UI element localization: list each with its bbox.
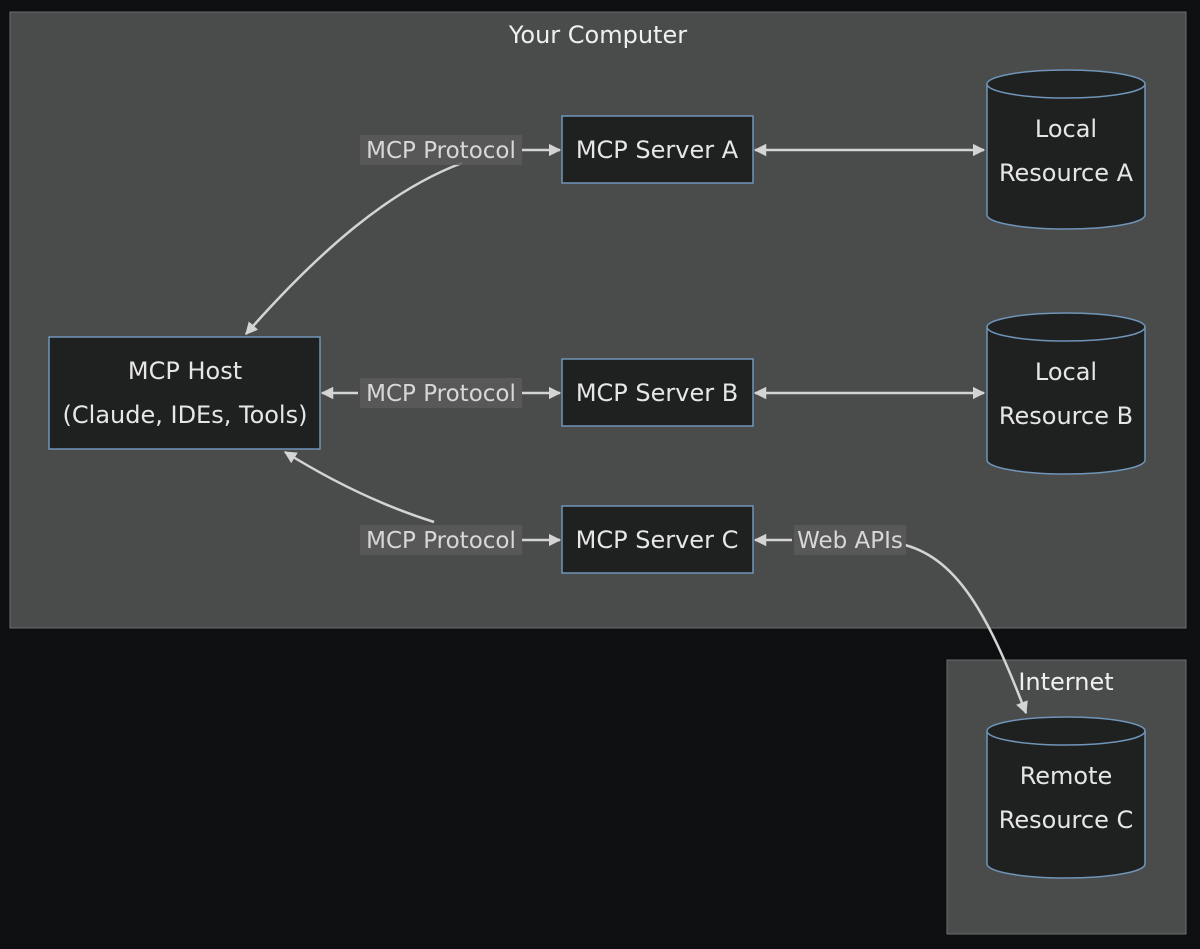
node-mcp-server-b[interactable]: MCP Server B <box>561 358 754 427</box>
edge-label-host-b: MCP Protocol <box>360 378 522 408</box>
node-mcp-host-subtitle: (Claude, IDEs, Tools) <box>63 401 308 429</box>
node-remote-resource-c[interactable]: Remote Resource C <box>986 716 1146 879</box>
svg-text:MCP Server C: MCP Server C <box>576 526 739 554</box>
edge-label-host-a: MCP Protocol <box>360 135 522 165</box>
svg-text:MCP Protocol: MCP Protocol <box>366 381 516 407</box>
svg-text:Local: Local <box>1035 358 1097 386</box>
svg-text:Local: Local <box>1035 115 1097 143</box>
svg-text:MCP Protocol: MCP Protocol <box>366 138 516 164</box>
node-local-resource-a[interactable]: Local Resource A <box>986 69 1146 230</box>
cluster-title-internet: Internet <box>1018 668 1113 696</box>
node-mcp-server-c[interactable]: MCP Server C <box>561 505 754 574</box>
edge-label-web-apis: Web APIs <box>794 525 906 555</box>
svg-text:Web APIs: Web APIs <box>797 528 903 554</box>
edge-label-host-c: MCP Protocol <box>360 525 522 555</box>
node-local-resource-b[interactable]: Local Resource B <box>986 312 1146 475</box>
node-mcp-host[interactable]: MCP Host (Claude, IDEs, Tools) <box>48 336 321 450</box>
edge-host-to-server-c <box>283 450 435 524</box>
node-mcp-host-title: MCP Host <box>128 357 242 385</box>
svg-text:MCP Server B: MCP Server B <box>576 379 738 407</box>
node-mcp-server-a[interactable]: MCP Server A <box>561 115 754 184</box>
svg-text:Resource B: Resource B <box>999 402 1133 430</box>
svg-text:Resource C: Resource C <box>999 806 1133 834</box>
edge-web-apis-to-remote <box>904 543 1028 715</box>
svg-text:Remote: Remote <box>1020 762 1113 790</box>
cluster-title-your-computer: Your Computer <box>508 21 687 49</box>
svg-text:Resource A: Resource A <box>999 159 1134 187</box>
svg-text:MCP Protocol: MCP Protocol <box>366 528 516 554</box>
svg-text:MCP Server A: MCP Server A <box>576 136 739 164</box>
edge-host-to-server-a <box>245 161 463 335</box>
